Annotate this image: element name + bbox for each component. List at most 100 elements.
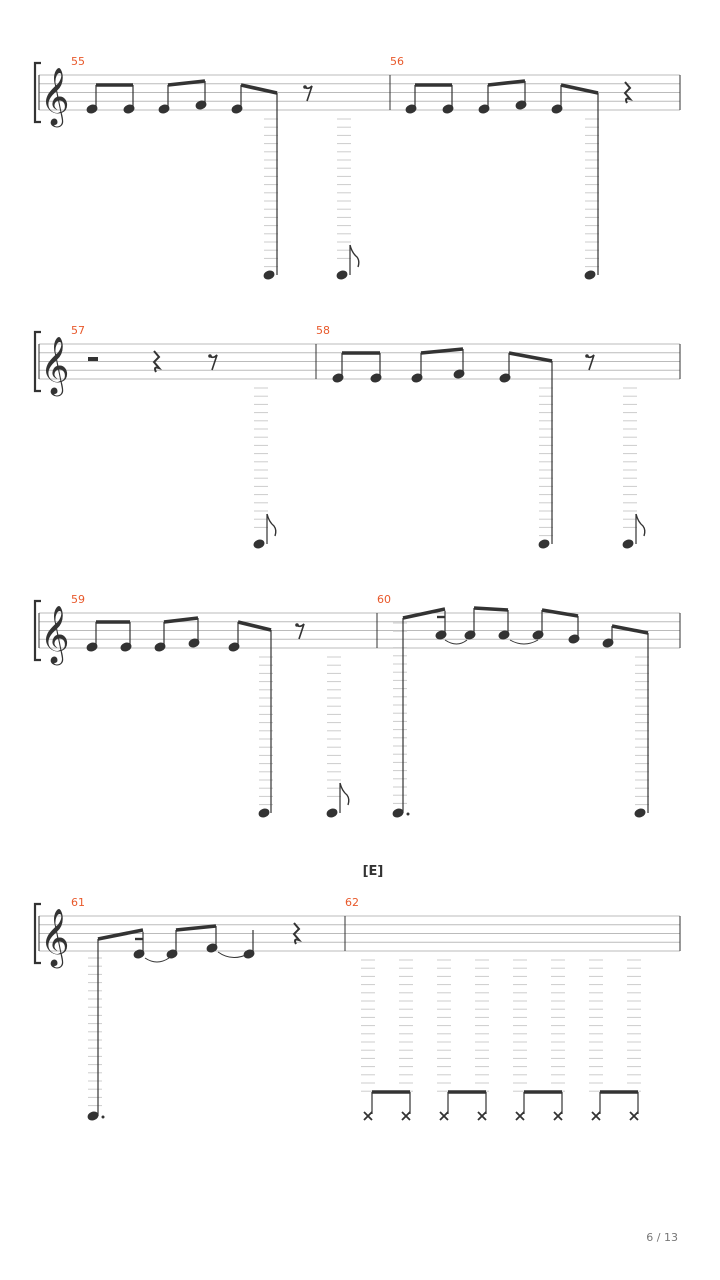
dot [101, 1115, 105, 1119]
treble-clef-icon: 𝄞 [40, 67, 70, 128]
measure-number: 56 [390, 55, 404, 68]
system-bracket [33, 61, 41, 124]
note-head [166, 949, 178, 959]
note-head [498, 630, 510, 640]
note-head [435, 630, 447, 640]
measure-number: 59 [71, 593, 85, 606]
eighth-rest-dot [208, 354, 212, 358]
system-bracket [33, 599, 41, 662]
note-head [499, 373, 511, 383]
note-head [551, 104, 563, 114]
eighth-rest-dot [295, 623, 299, 627]
note-beam [175, 924, 217, 932]
note-beam [473, 606, 509, 612]
note-head [405, 104, 417, 114]
x-note-head [515, 1111, 525, 1121]
note-beam [163, 616, 199, 624]
note-beam [611, 624, 649, 635]
measure-number: 61 [71, 896, 85, 909]
section-marker-e: [E] [363, 864, 384, 879]
note-head [392, 808, 404, 818]
note-beam [541, 608, 579, 618]
note-beam [508, 351, 553, 363]
note-head [228, 642, 240, 652]
note-head [158, 104, 170, 114]
measure-number: 60 [377, 593, 391, 606]
system-bracket [33, 902, 41, 965]
x-note-head [401, 1111, 411, 1121]
note-head [86, 104, 98, 114]
treble-clef-icon: 𝄞 [40, 908, 70, 969]
note-head [411, 373, 423, 383]
note-head [478, 104, 490, 114]
x-note-head [363, 1111, 373, 1121]
note-head [86, 642, 98, 652]
tie [217, 951, 249, 958]
note-head [195, 100, 207, 110]
note-head [515, 100, 527, 110]
quarter-rest-icon [623, 81, 634, 104]
note-head [258, 808, 270, 818]
eighth-rest-dot [303, 85, 307, 89]
note-head [231, 104, 243, 114]
note-beam [487, 79, 526, 87]
measure-number: 57 [71, 324, 85, 337]
measure-number: 58 [316, 324, 330, 337]
tie [509, 639, 539, 645]
system-3: 𝄞59 60 [33, 593, 681, 818]
system-1: 𝄞55 56 [33, 55, 681, 280]
tie [144, 957, 170, 963]
page-number: 6 / 13 [646, 1231, 678, 1244]
half-rest-icon [88, 357, 98, 361]
note-head [453, 369, 465, 379]
x-note-head [629, 1111, 639, 1121]
system-2: 𝄞57 58 [33, 324, 681, 549]
note-head [634, 808, 646, 818]
note-beam [240, 83, 278, 95]
note-head [538, 539, 550, 549]
eighth-rest-dot [585, 354, 589, 358]
note-head [584, 270, 596, 280]
x-note-head [477, 1111, 487, 1121]
note-head [442, 104, 454, 114]
note-flag [339, 782, 350, 806]
note-flag [635, 513, 646, 537]
note-head [123, 104, 135, 114]
dot [406, 812, 410, 816]
system-bracket [33, 330, 41, 393]
note-head [263, 270, 275, 280]
note-head [154, 642, 166, 652]
note-beam [237, 620, 272, 632]
measure-number: 62 [345, 896, 359, 909]
note-head [622, 539, 634, 549]
note-head [326, 808, 338, 818]
x-note-head [553, 1111, 563, 1121]
note-flag [349, 244, 360, 268]
note-beam [402, 607, 446, 620]
measure-number: 55 [71, 55, 85, 68]
note-head [336, 270, 348, 280]
note-head [87, 1111, 99, 1121]
note-head [602, 638, 614, 648]
note-beam [420, 347, 464, 355]
note-head [568, 634, 580, 644]
note-head [133, 949, 145, 959]
note-beam [97, 928, 144, 941]
quarter-rest-icon [152, 350, 163, 373]
treble-clef-icon: 𝄞 [40, 605, 70, 666]
note-head [370, 373, 382, 383]
x-note-head [591, 1111, 601, 1121]
note-head [188, 638, 200, 648]
note-beam [167, 79, 206, 87]
note-head [253, 539, 265, 549]
note-head [120, 642, 132, 652]
treble-clef-icon: 𝄞 [40, 336, 70, 397]
note-head [206, 943, 218, 953]
tie [444, 639, 468, 645]
note-head [532, 630, 544, 640]
system-4: 𝄞61 62 [33, 896, 681, 1121]
quarter-rest-icon [292, 922, 303, 945]
note-head [332, 373, 344, 383]
